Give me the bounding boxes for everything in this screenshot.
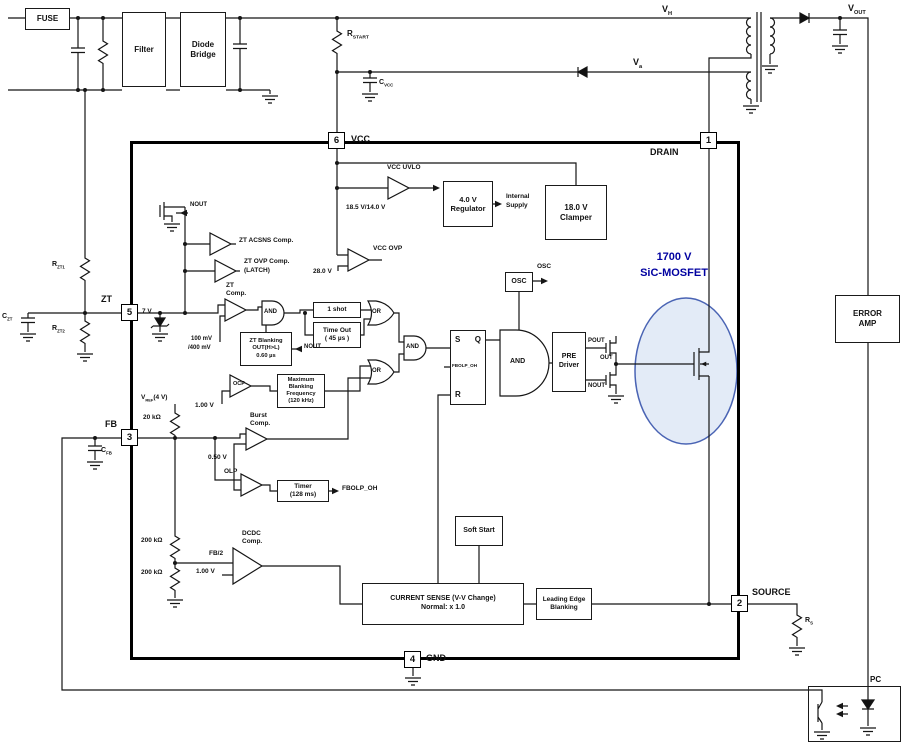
va-label: Va — [633, 57, 643, 70]
vref-label: VREF(4 V) — [141, 394, 168, 403]
time-out-block: Time Out( 45 µs ) — [313, 322, 361, 348]
or1-label: OR — [372, 309, 381, 315]
ocp-comp-label: OCP — [233, 381, 245, 387]
czt-label: CZT — [2, 313, 13, 322]
sr-fbolp-label: FBOLP_OH — [452, 363, 478, 368]
or2-label: OR — [372, 368, 381, 374]
and1-label: AND — [264, 309, 277, 315]
pc-label: PC — [870, 675, 882, 684]
transformer — [708, 12, 869, 700]
rzt1-label: RZT1 — [52, 261, 65, 270]
fb-network — [61, 366, 823, 702]
osc-block: OSC — [505, 272, 533, 292]
burst-line1: Burst — [250, 412, 267, 419]
dcdc-line2: Comp. — [242, 538, 263, 545]
nout-label: NOUT — [588, 383, 605, 389]
fbolp-signal-label: FBOLP_OH — [342, 485, 378, 492]
fb-pin-label: FB — [105, 419, 117, 429]
rstart-label: RSTART — [347, 29, 369, 41]
vout-label: VOUT — [848, 3, 866, 16]
vcc-ovp-label: VCC OVP — [373, 245, 403, 252]
out-label: OUT — [600, 355, 613, 361]
sic-mosfet-title: 1700 V SiC-MOSFET — [640, 251, 708, 279]
dcdc-ref-label: 1.00 V — [196, 568, 215, 575]
zt-network — [19, 90, 450, 440]
ovp-threshold-label: 28.0 V — [313, 268, 332, 275]
zt-comp-line2: Comp. — [226, 290, 247, 297]
sr-r-label: R — [455, 390, 461, 399]
pin-fb: 3 — [121, 429, 138, 446]
filter-box: Filter — [122, 12, 166, 87]
pin-zt: 5 — [121, 304, 138, 321]
osc-signal-label: OSC — [537, 263, 552, 270]
zt-threshold-line2: /400 mV — [188, 345, 211, 351]
zt-comp-line1: ZT — [226, 282, 234, 289]
source-pin-label: SOURCE — [752, 587, 791, 597]
zt-acsns-label: ZT ACSNS Comp. — [239, 237, 294, 244]
fb2-label: FB/2 — [209, 550, 224, 557]
sr-latch: S Q R FBOLP_OH — [450, 330, 486, 405]
current-sense-block: CURRENT SENSE (V-V Change)Normal: x 1.0 — [362, 583, 524, 625]
blanking-nout-label: NOUT — [304, 344, 321, 350]
cfb-label: CFB — [101, 447, 112, 456]
rs-label: RS — [805, 617, 813, 626]
burst-line2: Comp. — [250, 420, 271, 427]
pin-drain: 1 — [700, 132, 717, 149]
sr-q-label: Q — [474, 335, 481, 344]
pout-label: POUT — [588, 338, 605, 344]
one-shot-block: 1 shot — [313, 302, 361, 318]
junction-dots — [76, 16, 842, 606]
photocoupler-box — [808, 686, 901, 742]
nout-pulldown-label: NOUT — [190, 202, 207, 208]
timer-block: Timer(128 ms) — [277, 480, 329, 502]
r200k-1-label: 200 kΩ — [141, 537, 163, 544]
soft-start-block: Soft Start — [455, 516, 503, 546]
vcc-startup-wires — [331, 18, 751, 132]
olp-label: OLP — [224, 468, 238, 475]
pin-gnd: 4 — [404, 651, 421, 668]
zt-ovp-line1: ZT OVP Comp. — [244, 258, 290, 265]
vh-label: VH — [662, 4, 673, 17]
zt-pin-label: ZT — [101, 294, 112, 304]
gnd-pin-label: GND — [426, 653, 446, 663]
r20k-label: 20 kΩ — [143, 414, 161, 421]
fuse-box: FUSE — [25, 8, 70, 30]
ocp-ref-label: 1.00 V — [195, 402, 214, 409]
cvcc-label: CVCC — [379, 79, 394, 88]
ic-outline — [130, 141, 740, 660]
sr-s-label: S — [455, 335, 461, 344]
uvlo-threshold-label: 18.5 V/14.0 V — [346, 204, 386, 211]
vcc-uvlo-label: VCC UVLO — [387, 164, 421, 171]
zener-7v-label: 7 V — [142, 308, 152, 315]
pin-vcc: 6 — [328, 132, 345, 149]
vcc-pin-label: VCC — [351, 134, 371, 144]
internal-supply-line1: Internal — [506, 193, 530, 200]
zt-ovp-line2: (LATCH) — [244, 267, 270, 274]
zt-threshold-line1: 100 mV — [191, 336, 213, 342]
r200k-2-label: 200 kΩ — [141, 569, 163, 576]
pin-source: 2 — [731, 595, 748, 612]
driver-and-mosfet — [478, 149, 731, 605]
drain-pin-label: DRAIN — [650, 147, 679, 157]
burst-ref-label: 0.50 V — [208, 454, 227, 461]
and3-label: AND — [510, 358, 526, 365]
internal-supply-line2: Supply — [506, 202, 528, 209]
dcdc-line1: DCDC — [242, 530, 261, 537]
and2-label: AND — [406, 344, 419, 350]
rzt2-label: RZT2 — [52, 325, 65, 334]
ac-input-wires — [8, 17, 751, 104]
